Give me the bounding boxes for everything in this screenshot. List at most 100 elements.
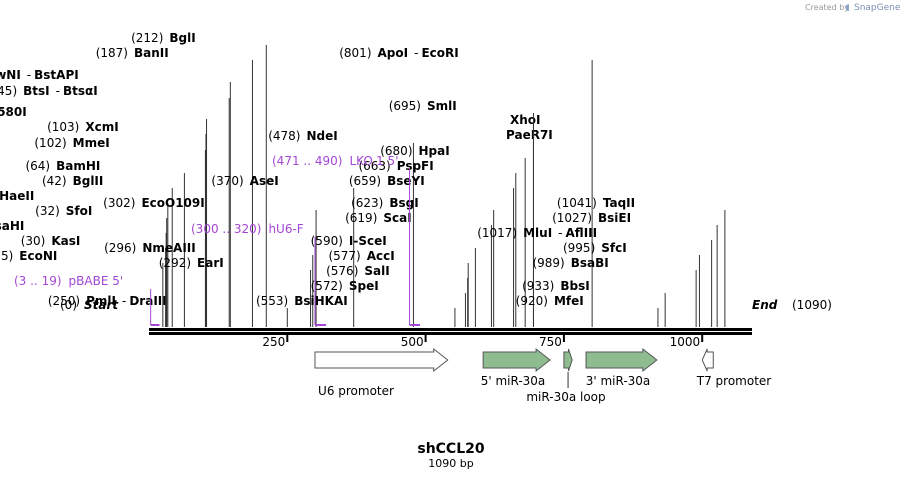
enzyme-label[interactable]: (577)AccI bbox=[328, 249, 394, 263]
enzyme-label[interactable]: (1017)MluI-AflIII bbox=[477, 226, 597, 240]
enzyme-label[interactable]: (1027)BsiEI bbox=[552, 211, 631, 225]
enzyme-name2: DraIII bbox=[129, 294, 166, 308]
enzyme-pos: (212) bbox=[131, 31, 163, 45]
enzyme-pos: (1041) bbox=[557, 196, 597, 210]
enzyme-dash: - bbox=[414, 46, 418, 60]
enzyme-label[interactable]: (30)KasI bbox=[21, 234, 81, 248]
enzyme-label[interactable]: (212)BglI bbox=[131, 31, 196, 45]
primer-label[interactable]: (300 .. 320)hU6-F bbox=[191, 222, 304, 236]
enzyme-label[interactable]: XhoI bbox=[510, 113, 541, 127]
enzyme-label[interactable]: (576)SalI bbox=[326, 264, 390, 278]
enzyme-label[interactable]: (302)EcoO109I bbox=[103, 196, 205, 210]
enzyme-name: ApoI bbox=[378, 46, 409, 60]
enzyme-label[interactable]: (659)BseYI bbox=[349, 174, 425, 188]
enzyme-label[interactable]: (933)BbsI bbox=[522, 279, 590, 293]
tick-label: 750 bbox=[539, 335, 562, 349]
enzyme-name: I-SceI bbox=[349, 234, 387, 248]
enzyme-dash: - bbox=[27, 68, 31, 82]
enzyme-label[interactable]: (145)BtsI-BtsαI bbox=[0, 84, 98, 98]
enzyme-label[interactable]: (1041)TaqII bbox=[557, 196, 635, 210]
enzyme-name: PmlI bbox=[86, 294, 116, 308]
enzyme-name2: EcoRI bbox=[421, 46, 458, 60]
enzyme-label[interactable]: (250)PmlI-DraIII bbox=[48, 294, 167, 308]
enzyme-label[interactable]: (187)BanII bbox=[96, 46, 169, 60]
enzyme-label[interactable]: (42)BglII bbox=[42, 174, 103, 188]
enzyme-label[interactable]: (104)BaeGI-Bme1580I bbox=[0, 105, 27, 119]
snapgene-logo-icon: ◖ bbox=[845, 3, 850, 13]
enzyme-label[interactable]: (32)SfoI bbox=[35, 204, 92, 218]
start-pos: (0) bbox=[60, 298, 77, 312]
enzyme-name: SfcI bbox=[601, 241, 626, 255]
enzyme-pos: (590) bbox=[311, 234, 343, 248]
enzyme-pos: (64) bbox=[25, 159, 50, 173]
enzyme-label[interactable]: (572)SpeI bbox=[311, 279, 379, 293]
enzyme-label[interactable]: (64)BamHI bbox=[25, 159, 100, 173]
enzyme-label[interactable]: (147)AlwNI-BstAPI bbox=[0, 68, 79, 82]
enzyme-pos: (1017) bbox=[477, 226, 517, 240]
sequence-ends: (0) Start End (1090) bbox=[60, 298, 832, 312]
enzyme-label[interactable]: (370)AseI bbox=[211, 174, 278, 188]
feature-arrow[interactable] bbox=[482, 347, 551, 373]
enzyme-label[interactable]: PaeR7I bbox=[506, 128, 553, 142]
enzyme-name: BsaBI bbox=[571, 256, 609, 270]
enzyme-label[interactable]: (102)MmeI bbox=[34, 136, 109, 150]
feature-arrow[interactable] bbox=[563, 348, 573, 372]
enzyme-name: NmeAIII bbox=[142, 241, 195, 255]
enzyme-name: BtsI bbox=[23, 84, 50, 98]
enzyme-label[interactable]: (296) NmeAIII bbox=[104, 241, 196, 255]
end-pos: (1090) bbox=[792, 298, 832, 312]
enzyme-name: SfoI bbox=[66, 204, 93, 218]
tick-label: 1000 bbox=[670, 335, 701, 349]
enzyme-label[interactable]: (103)XcmI bbox=[47, 120, 119, 134]
enzyme-label[interactable]: (31)NarI-BsaHI bbox=[0, 219, 24, 233]
enzyme-label[interactable]: (995)SfcI bbox=[563, 241, 627, 255]
enzyme-pos: (370) bbox=[211, 174, 243, 188]
enzyme-label[interactable]: (619)ScaI bbox=[345, 211, 412, 225]
enzyme-name: AlwNI bbox=[0, 68, 21, 82]
feature-label: 3' miR-30a bbox=[586, 374, 651, 388]
enzyme-pos: (989) bbox=[532, 256, 564, 270]
enzyme-label[interactable]: (590) I-SceI bbox=[311, 234, 387, 248]
enzyme-label[interactable]: (695)SmlI bbox=[389, 99, 457, 113]
enzyme-name2: HaeII bbox=[0, 189, 34, 203]
enzyme-pos: (296) bbox=[104, 241, 136, 255]
primer-label[interactable]: (471 .. 490) LKO.1 5' bbox=[272, 154, 399, 168]
enzyme-name: AccI bbox=[367, 249, 395, 263]
enzyme-name: EcoO109I bbox=[141, 196, 204, 210]
feature-arrow[interactable] bbox=[314, 347, 449, 373]
enzyme-name: BsiEI bbox=[598, 211, 631, 225]
enzyme-name: PspFI bbox=[397, 159, 434, 173]
enzyme-label[interactable]: (989) BsaBI bbox=[532, 256, 608, 270]
enzyme-label[interactable]: (34)PluTI-HaeII bbox=[0, 189, 34, 203]
enzyme-label[interactable]: (292)EarI bbox=[159, 256, 224, 270]
enzyme-name: BsiHKAI bbox=[294, 294, 348, 308]
primer-name: LKO.1 5' bbox=[349, 154, 398, 168]
feature-arrow[interactable] bbox=[701, 348, 714, 372]
enzyme-label[interactable]: (920)MfeI bbox=[516, 294, 584, 308]
enzyme-pos: (623) bbox=[351, 196, 383, 210]
enzyme-name: EarI bbox=[197, 256, 224, 270]
enzyme-label[interactable]: (663)PspFI bbox=[358, 159, 433, 173]
enzyme-label[interactable]: (25)EcoNI bbox=[0, 249, 57, 263]
enzyme-label[interactable]: (680)HpaI bbox=[380, 144, 449, 158]
tick-label: 500 bbox=[401, 335, 424, 349]
feature-arrow[interactable] bbox=[585, 347, 658, 373]
enzyme-pos: (478) bbox=[268, 129, 300, 143]
primer-range: (471 .. 490) bbox=[272, 154, 342, 168]
enzyme-name: ScaI bbox=[383, 211, 411, 225]
credit-prefix: Created by bbox=[805, 3, 849, 12]
enzyme-name: HpaI bbox=[419, 144, 450, 158]
enzyme-name: BsgI bbox=[389, 196, 418, 210]
enzyme-label[interactable]: (553)BsiHKAI bbox=[256, 294, 348, 308]
enzyme-name: BglII bbox=[73, 174, 104, 188]
primer-label[interactable]: (3 .. 19)pBABE 5' bbox=[14, 274, 123, 288]
enzyme-label[interactable]: (801) ApoI-EcoRI bbox=[339, 46, 458, 60]
enzyme-pos: (801) bbox=[339, 46, 371, 60]
feature-label: 5' miR-30a bbox=[481, 374, 546, 388]
tick-label: 250 bbox=[262, 335, 285, 349]
enzyme-label[interactable]: (478)NdeI bbox=[268, 129, 338, 143]
enzyme-name2: BstAPI bbox=[34, 68, 79, 82]
enzyme-label[interactable]: (623) BsgI bbox=[351, 196, 419, 210]
bottom-strand bbox=[149, 332, 752, 335]
